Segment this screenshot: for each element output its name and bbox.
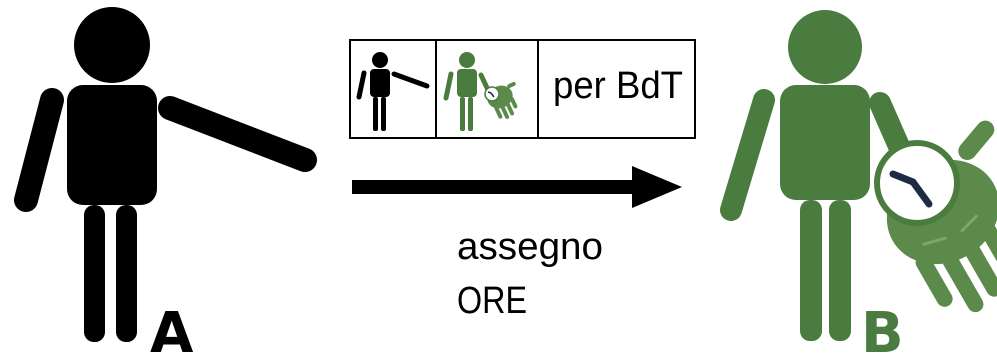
arrow-right-icon [352,166,682,208]
person-a-label: A [150,301,194,354]
person-with-time-hand-icon [443,52,518,131]
transfer-caption-line2: ORE [457,280,527,322]
legend-cell-text: per BdT [553,65,683,107]
legend-box: per BdT [349,39,696,139]
transfer-caption-line1: assegno [457,226,603,268]
legend-cell-person-pointing [356,52,430,131]
legend-cell-person-with-time-hand [443,52,518,131]
person-a-figure: A [14,7,317,354]
person-b-figure: B [720,10,997,354]
person-pointing-icon [356,52,430,131]
person-b-label: B [861,301,904,354]
person-pointing-icon [14,7,317,342]
clock-icon [484,86,500,102]
person-with-time-hand-icon [720,10,916,341]
clock-icon [874,140,960,226]
